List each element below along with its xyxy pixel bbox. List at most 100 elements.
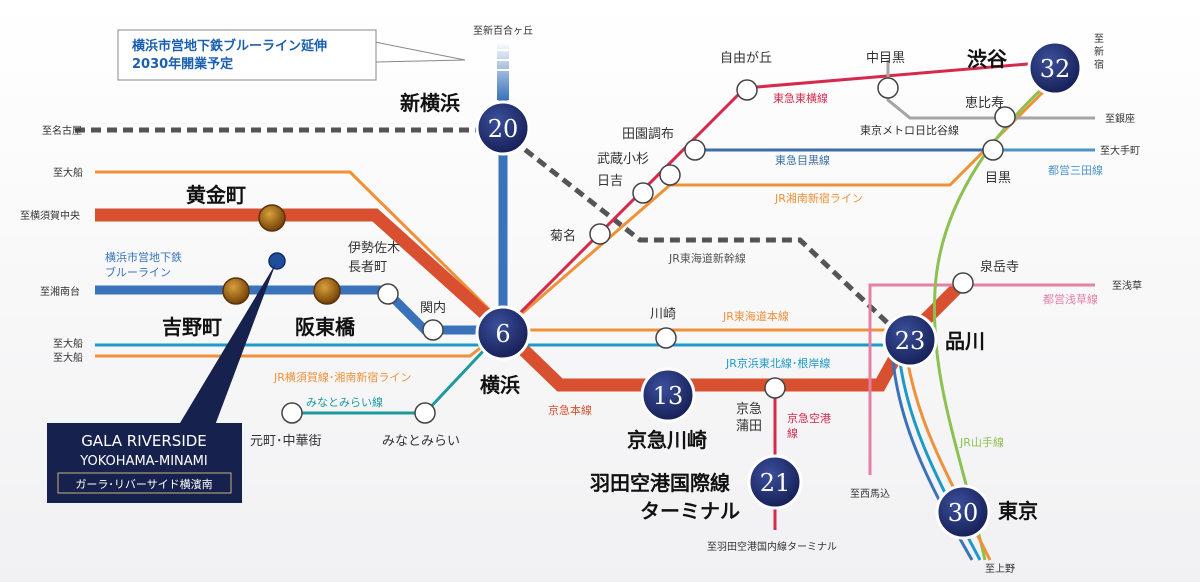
station-kawasaki[interactable] <box>655 327 677 349</box>
hub-shin-yokohama[interactable]: 20 <box>475 100 531 156</box>
label-kawasaki: 川崎 <box>650 307 676 322</box>
hub-haneda[interactable]: 21 <box>747 454 803 510</box>
label-jiyugaoka: 自由が丘 <box>720 51 772 66</box>
hub-shibuya[interactable]: 32 <box>1027 40 1083 96</box>
dir-shinjuku-1: 至 <box>1094 33 1104 45</box>
dir-shinjuku-3: 宿 <box>1094 58 1104 71</box>
station-jiyugaoka[interactable] <box>736 79 758 101</box>
station-maitohbashi[interactable] <box>313 277 341 305</box>
dir-ueno: 至上野 <box>985 563 1015 575</box>
dir-shinyurigaoka: 至新百合ヶ丘 <box>473 24 533 37</box>
dir-otemachi: 至大手町 <box>1100 144 1140 157</box>
local-gold-stations <box>222 204 341 305</box>
label-hibiya: 東京メトロ日比谷線 <box>860 123 959 137</box>
dir-ofuna-1: 至大船 <box>53 337 83 350</box>
station-keikyu-kamata[interactable] <box>764 377 786 399</box>
label-kikuna: 菊名 <box>550 228 576 244</box>
property-logo: GALA RIVERSIDE YOKOHAMA-MINAMI ガーラ･リバーサイ… <box>47 423 242 503</box>
dir-nishi-umagome: 至西馬込 <box>850 488 890 500</box>
label-kannai: 関内 <box>420 300 446 316</box>
dir-ofuna-2: 至大船 <box>53 351 83 364</box>
callout-line2: 2030年開業予定 <box>132 56 233 72</box>
station-meguro[interactable] <box>982 139 1004 161</box>
dir-shinjuku-2: 新 <box>1094 45 1104 58</box>
label-keikyu-main: 京急本線 <box>548 403 592 417</box>
station-koganecho[interactable] <box>258 204 286 232</box>
label-meguro: 目黒 <box>985 171 1011 186</box>
line-tokaido-shinkansen-2 <box>498 128 897 332</box>
line-asakusa <box>868 283 1095 475</box>
hub-name-shibuya: 渋谷 <box>967 47 1008 71</box>
hub-name-shinagawa: 品川 <box>945 329 985 353</box>
dir-haneda-domestic: 至羽田空港国内線ターミナル <box>707 540 837 553</box>
label-denenchofu: 田園調布 <box>622 127 674 142</box>
label-isezaki-1: 伊勢佐木 <box>348 241 400 256</box>
hub-name-yokohama: 横浜 <box>480 373 520 397</box>
hub-minutes: 32 <box>1040 55 1071 83</box>
direction-labels: 至新百合ヶ丘 至名古屋 至大船 至横須賀中央 至湘南台 至大船 至大船 至 新 … <box>20 24 1142 575</box>
station-kikuna[interactable] <box>589 223 611 245</box>
station-denenchofu[interactable] <box>684 139 706 161</box>
station-minatomirai[interactable] <box>414 402 436 424</box>
dir-yokosuka-chuo: 至横須賀中央 <box>20 209 80 222</box>
label-hiyoshi: 日吉 <box>597 174 623 189</box>
hub-yokohama[interactable]: 6 <box>475 305 531 361</box>
logo-line3: ガーラ･リバーサイド横濱南 <box>75 477 212 491</box>
hub-minutes: 23 <box>895 327 926 355</box>
label-tokyu-toyoko: 東急東横線 <box>773 91 828 105</box>
label-blue-line-2: ブルーライン <box>105 265 171 279</box>
hub-shinagawa[interactable]: 23 <box>882 312 938 368</box>
label-tokyu-meguro: 東急目黒線 <box>775 153 830 167</box>
dir-shonandai: 至湘南台 <box>40 285 80 298</box>
label-mita: 都営三田線 <box>1048 163 1103 177</box>
hub-keikyu-kawasaki[interactable]: 13 <box>640 367 696 423</box>
station-yoshinocho[interactable] <box>222 277 250 305</box>
logo-line1: GALA RIVERSIDE <box>81 432 207 450</box>
station-labels: 伊勢佐木 長者町 関内 菊名 日吉 武蔵小杉 田園調布 自由が丘 中目黒 恵比寿… <box>250 51 1019 449</box>
label-keikyu-airport-1: 京急空港 <box>787 411 831 425</box>
label-minatomirai-line: みなとみらい線 <box>306 395 383 409</box>
label-ebisu: 恵比寿 <box>965 96 1004 111</box>
label-kamata-2: 蒲田 <box>736 419 762 434</box>
dir-ofuna-top: 至大船 <box>53 166 83 179</box>
callout-line1: 横浜市営地下鉄ブルーライン延伸 <box>132 38 327 54</box>
station-motomachi[interactable] <box>281 402 303 424</box>
label-shonan-shinjuku: JR湘南新宿ライン <box>774 191 863 205</box>
station-kannai[interactable] <box>422 319 444 341</box>
station-nakameguro[interactable] <box>877 77 899 99</box>
label-sengakuji: 泉岳寺 <box>980 259 1019 275</box>
station-ebisu[interactable] <box>994 106 1016 128</box>
label-nakameguro: 中目黒 <box>866 51 905 66</box>
hub-name-shin-yokohama: 新横浜 <box>400 91 460 115</box>
extension-callout: 横浜市営地下鉄ブルーライン延伸 2030年開業予定 <box>117 29 466 81</box>
line-labels: 横浜市営地下鉄 ブルーライン 東急東横線 東京メトロ日比谷線 東急目黒線 都営三… <box>105 91 1103 449</box>
station-hiyoshi[interactable] <box>632 182 654 204</box>
station-musashikosugi[interactable] <box>659 164 681 186</box>
hub-name-haneda-2: ターミナル <box>640 499 740 523</box>
hub-minutes: 20 <box>488 115 519 143</box>
label-keihin-tohoku: JR京浜東北線･根岸線 <box>725 356 830 370</box>
hub-minutes: 21 <box>760 469 791 497</box>
hub-names: 新横浜 横浜 京急川崎 羽田空港国際線 ターミナル 品川 渋谷 東京 黄金町 吉… <box>162 47 1038 523</box>
label-isezaki-2: 長者町 <box>348 260 387 275</box>
station-name-koganecho: 黄金町 <box>186 183 246 207</box>
station-name-maitohbashi: 阪東橋 <box>295 315 356 339</box>
label-kamata-1: 京急 <box>736 402 762 417</box>
label-minatomirai: みなとみらい <box>382 434 460 449</box>
dir-nagoya: 至名古屋 <box>42 124 82 137</box>
label-musashikosugi: 武蔵小杉 <box>597 152 649 167</box>
hub-tokyo[interactable]: 30 <box>935 484 991 540</box>
logo-pointer <box>177 263 276 428</box>
station-name-yoshinocho: 吉野町 <box>162 315 222 339</box>
station-isezakichojamachi[interactable] <box>377 283 399 305</box>
station-sengakuji[interactable] <box>952 272 974 294</box>
line-shonan-top <box>95 170 512 332</box>
label-yokosuka-shonan: JR横須賀線･湘南新宿ライン <box>273 370 411 384</box>
small-stations <box>281 77 1016 424</box>
logo-line2: YOKOHAMA-MINAMI <box>79 454 207 469</box>
hub-name-haneda-1: 羽田空港国際線 <box>590 471 730 495</box>
label-blue-line-1: 横浜市営地下鉄 <box>105 250 182 264</box>
hub-minutes: 30 <box>948 499 979 527</box>
label-yamanote: JR山手線 <box>959 435 1004 449</box>
